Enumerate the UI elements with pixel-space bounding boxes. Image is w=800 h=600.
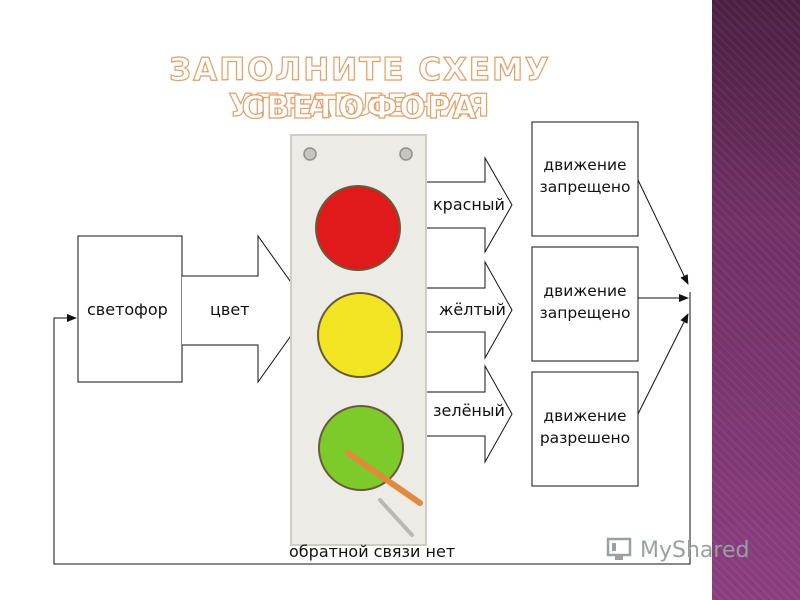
state-text-yellow: движение запрещено xyxy=(532,280,638,324)
converge-arrow-bottom xyxy=(637,313,689,415)
pointer-stick xyxy=(345,450,423,506)
watermark-screen-icon xyxy=(606,537,632,560)
signal-label-red: красный xyxy=(433,195,505,214)
state-text-green-line2: разрешено xyxy=(539,429,631,447)
state-box-red xyxy=(531,121,639,237)
signal-label-green: зелёный xyxy=(433,401,505,420)
input-box-label: светофор xyxy=(87,300,168,319)
slide-title-line2: СВЕТОФОРА xyxy=(241,89,479,126)
housing-screw-left xyxy=(303,147,317,161)
state-text-yellow-line2: запрещено xyxy=(539,304,631,322)
red-branch-arrow xyxy=(424,156,513,254)
state-text-red: движение запрещено xyxy=(532,154,638,198)
green-branch-arrow xyxy=(424,364,513,464)
converge-arrow-top xyxy=(637,179,689,285)
green-lamp xyxy=(318,405,404,491)
state-text-red-line2: запрещено xyxy=(539,178,631,196)
slide-title-line1: ЗАПОЛНИТЕ СХЕМУ УПРАВЛЕНИЯ xyxy=(169,51,551,124)
housing-screw-right xyxy=(399,147,413,161)
state-text-green: движение разрешено xyxy=(532,405,638,449)
yellow-lamp xyxy=(317,292,403,378)
feedback-loop-line xyxy=(53,292,691,565)
state-text-yellow-line1: движение xyxy=(543,282,627,300)
state-box-yellow xyxy=(531,246,639,362)
state-text-green-line1: движение xyxy=(543,407,627,425)
traffic-light-picture xyxy=(290,134,427,546)
watermark-logo: MyShared xyxy=(606,537,749,563)
decorative-side-bar xyxy=(712,0,800,600)
watermark-text: MyShared xyxy=(640,537,750,563)
input-box xyxy=(77,235,183,383)
state-text-red-line1: движение xyxy=(543,156,627,174)
state-box-green xyxy=(531,371,639,487)
signal-label-yellow: жёлтый xyxy=(439,300,506,319)
pointer-stick-shadow xyxy=(378,498,414,537)
red-lamp xyxy=(315,185,401,271)
feedback-label: обратной связи нет xyxy=(289,542,456,561)
input-arrow-label: цвет xyxy=(210,300,250,319)
yellow-branch-arrow xyxy=(424,260,513,360)
